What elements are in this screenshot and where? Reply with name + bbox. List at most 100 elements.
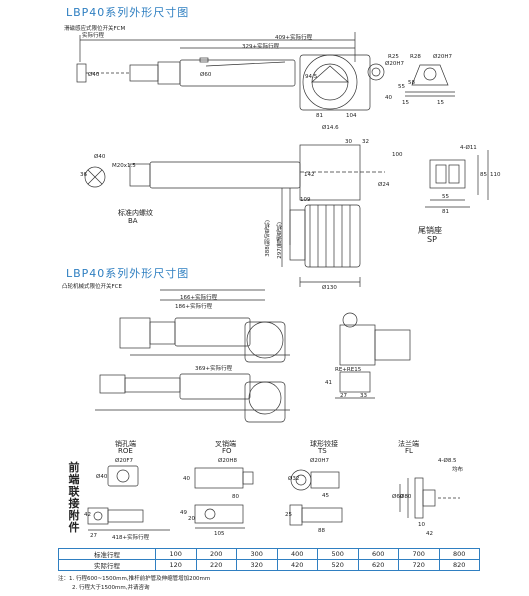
acc-ts-d4: 25 [285, 512, 292, 518]
dim-d20h7-b: Ø20H7 [433, 54, 452, 60]
accessories-title: 前端联接附件 [68, 461, 80, 534]
notes: 注：1. 行程600~1500mm,推杆前护管及伸缩管增加200mm 2. 行程… [58, 575, 210, 593]
table-cell: 320 [236, 559, 278, 571]
acc-fo-code: FO [222, 447, 232, 455]
dim-81-b: 81 [442, 209, 449, 215]
middle-title: LBP40系列外形尺寸图 [66, 267, 190, 280]
note-1: 注：1. 行程600~1500mm,推杆前护管及伸缩管增加200mm [58, 576, 211, 582]
acc-fl-d6: 42 [426, 531, 433, 537]
dim-109: 109 [300, 197, 311, 203]
table-cell: 600 [357, 548, 399, 560]
dim-15-b: 15 [437, 100, 444, 106]
acc-ts-d1: Ø20H7 [310, 458, 329, 464]
thread-code: BA [128, 217, 138, 225]
stroke-table: 标准行程 100 200 300 400 500 600 700 800 实际行… [58, 548, 480, 571]
dim-mid-f: 33 [360, 393, 367, 399]
table-cell: 500 [317, 548, 359, 560]
acc-fl-d4: Ø80 [400, 494, 412, 500]
middle-limit-switch-label: 凸轮机械式限位开关FCE [62, 284, 122, 290]
acc-roe-d5: 418+实际行程 [112, 535, 150, 541]
acc-roe-d4: 27 [90, 533, 97, 539]
table-cell: 800 [438, 548, 480, 560]
dim-104: 104 [346, 113, 357, 119]
dim-d24: Ø24 [378, 182, 390, 188]
table-cell: 420 [276, 559, 318, 571]
table-cell: 100 [155, 548, 197, 560]
dim-d40-rod: Ø40 [94, 154, 106, 160]
acc-ts-code: TS [318, 447, 327, 455]
table-cell: 520 [317, 559, 359, 571]
thread-label: 标准内螺纹 [118, 209, 153, 217]
table-cell: 700 [398, 548, 440, 560]
acc-fl-d1: 4-Ø8.5 [438, 458, 457, 464]
acc-fo-d2: 40 [183, 476, 190, 482]
acc-ts-d2: Ø32 [288, 476, 300, 482]
table-cell: 720 [398, 559, 440, 571]
top-title: LBP40系列外形尺寸图 [66, 6, 190, 19]
top-actual-stroke-label: 实际行程 [82, 33, 105, 39]
acc-fl-name: 法兰端 [398, 440, 419, 448]
dim-85: 85 [480, 172, 487, 178]
acc-fl-d2: 均布 [452, 467, 464, 473]
acc-fo-name: 叉销端 [215, 440, 236, 448]
acc-ts-d3: 45 [322, 493, 329, 499]
table-cell: 400 [276, 548, 318, 560]
table-cell: 200 [195, 548, 237, 560]
dim-81: 81 [316, 113, 323, 119]
dim-409: 409+实际行程 [275, 35, 313, 41]
dim-d20h7: Ø20H7 [385, 61, 404, 67]
dim-329: 329+实际行程 [242, 44, 280, 50]
dim-d60: Ø60 [200, 72, 212, 78]
acc-roe-code: ROE [118, 447, 133, 455]
dim-94-5: 94.5 [305, 74, 318, 80]
acc-roe-d3: 42 [84, 512, 91, 518]
dim-d130: Ø130 [322, 285, 337, 291]
acc-fl-code: FL [405, 447, 413, 455]
dim-mid-g: RE+RE15 [335, 367, 362, 373]
acc-fo-d1: Ø20H8 [218, 458, 237, 464]
dim-d14-6: Ø14.6 [322, 125, 339, 131]
table-row: 标准行程 100 200 300 400 500 600 700 800 [58, 548, 480, 560]
acc-roe-name: 销孔端 [115, 440, 136, 448]
dim-d40: Ø40 [88, 72, 100, 78]
dim-58: 58 [408, 80, 415, 86]
dim-55-b: 55 [442, 194, 449, 200]
acc-fo-d4: 49 [180, 510, 187, 516]
dim-r25: R25 [388, 54, 399, 60]
dim-mid-b: 186+实际行程 [175, 304, 213, 310]
dim-36: 36 [80, 172, 87, 178]
table-cell: 标准行程 [58, 548, 156, 560]
dim-30: 30 [345, 139, 352, 145]
acc-roe-d2: Ø40 [96, 474, 108, 480]
dim-110: 110 [490, 172, 501, 178]
table-cell: 820 [438, 559, 480, 571]
table-row: 实际行程 120 220 320 420 520 620 720 820 [58, 559, 480, 571]
dim-388: 388(制动电机) [265, 220, 271, 257]
table-cell: 620 [357, 559, 399, 571]
acc-fo-d5: 20 [188, 516, 195, 522]
dim-mid-d: 27 [340, 393, 347, 399]
dim-m20: M20x1.5 [112, 163, 136, 169]
acc-ts-name: 球形铰接 [310, 440, 338, 448]
dim-32: 32 [362, 139, 369, 145]
dim-r28: R28 [410, 54, 421, 60]
dim-55: 55 [398, 84, 405, 90]
table-cell: 300 [236, 548, 278, 560]
dim-mid-c: 369+实际行程 [195, 366, 233, 372]
top-limit-switch-label: 滑磁感应式限位开关FCM [64, 26, 126, 32]
table-cell: 120 [155, 559, 197, 571]
dim-142: 142 [304, 172, 315, 178]
dim-mid-a: 166+实际行程 [180, 295, 218, 301]
table-cell: 实际行程 [58, 559, 156, 571]
acc-fl-d3: Ø60 [392, 494, 404, 500]
acc-fo-d3: 80 [232, 494, 239, 500]
acc-fl-d5: 10 [418, 522, 425, 528]
dim-100: 100 [392, 152, 403, 158]
dim-40: 40 [385, 95, 392, 101]
dim-mid-e: 41 [325, 380, 332, 386]
acc-ts-d5: 88 [318, 528, 325, 534]
dim-4d11: 4-Ø11 [460, 145, 477, 151]
acc-fo-d6: 105 [214, 531, 225, 537]
acc-roe-d1: Ø20F7 [115, 458, 133, 464]
